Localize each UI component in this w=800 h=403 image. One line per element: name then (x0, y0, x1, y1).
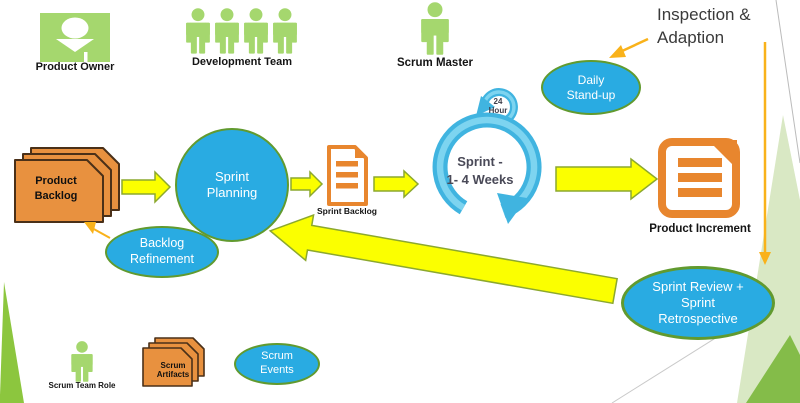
daily-standup-line1: Daily (577, 72, 605, 87)
scrum-events-line2: Events (260, 364, 294, 376)
scrum-team-role-label: Scrum Team Role (48, 381, 116, 390)
annotation-line1: Inspection & (657, 5, 751, 24)
scrum-events-ellipse: Scrum Events (234, 343, 320, 385)
scrum-master-label: Scrum Master (396, 57, 474, 69)
arrow-review-to-planning (268, 213, 619, 305)
backlog-refinement-ellipse: Backlog Refinement (105, 226, 219, 278)
decor-triangle-left (0, 282, 24, 403)
sprint-review-ellipse: Sprint Review + Sprint Retrospective (621, 266, 775, 340)
arrow-backlog-to-planning (121, 170, 172, 204)
24-hour-line1: 24 (493, 97, 503, 106)
scrum-events-line1: Scrum (261, 350, 293, 363)
sprint-review-line1: Sprint Review + (652, 278, 744, 294)
arrow-refinement-to-backlog (84, 222, 111, 239)
product-increment-doc-icon (658, 138, 740, 218)
decor-triangle-green (746, 335, 800, 403)
person-icon (215, 8, 239, 54)
sprint-planning-line1: Sprint (215, 168, 249, 184)
inspection-vertical-arrow (759, 42, 771, 265)
arrow-sprintbacklog-to-sprint (373, 169, 420, 199)
person-icon (244, 8, 268, 54)
product-backlog-line2: Backlog (34, 190, 78, 202)
sprint-duration-line2: 1- 4 Weeks (446, 172, 514, 187)
arrow-planning-to-sprintbacklog (290, 170, 324, 198)
sprint-review-line2: Sprint (681, 294, 715, 310)
annotation-line2: Adaption (657, 28, 725, 47)
person-icon (186, 8, 210, 54)
scrum-team-role-icon (71, 341, 93, 382)
sprint-planning-ellipse: Sprint Planning (175, 128, 289, 242)
product-backlog-label: Product Backlog (20, 174, 92, 204)
product-owner-label: Product Owner (35, 61, 115, 73)
sprint-backlog-doc-icon (327, 145, 368, 206)
backlog-refinement-line1: Backlog (139, 236, 185, 251)
inspection-adaption-annotation: Inspection & Adaption (657, 3, 797, 49)
sprint-backlog-label: Sprint Backlog (317, 206, 377, 216)
backlog-refinement-line2: Refinement (130, 252, 194, 266)
daily-standup-line2: Stand-up (566, 87, 616, 102)
scrum-master-icon (421, 2, 449, 55)
product-increment-label: Product Increment (649, 223, 751, 235)
development-team-icons (186, 8, 297, 54)
sprint-planning-line2: Planning (206, 185, 258, 200)
product-owner-icon (40, 13, 110, 62)
sprint-review-line3: Retrospective (658, 311, 738, 327)
product-backlog-line1: Product (35, 175, 77, 187)
person-icon (273, 8, 297, 54)
24-hour-label: 24 Hour (482, 97, 514, 115)
development-team-label: Development Team (191, 56, 293, 68)
sprint-duration-label: Sprint - 1- 4 Weeks (438, 153, 522, 189)
daily-standup-ellipse: Daily Stand-up (541, 60, 641, 115)
arrow-annotation-to-standup (609, 37, 649, 58)
sprint-duration-line1: Sprint - (457, 154, 503, 169)
decor-triangle-pale (737, 115, 800, 403)
arrow-sprint-to-increment (555, 157, 659, 201)
24-hour-line2: Hour (488, 106, 508, 115)
scrum-artifacts-label: Scrum Artifacts (156, 361, 190, 379)
